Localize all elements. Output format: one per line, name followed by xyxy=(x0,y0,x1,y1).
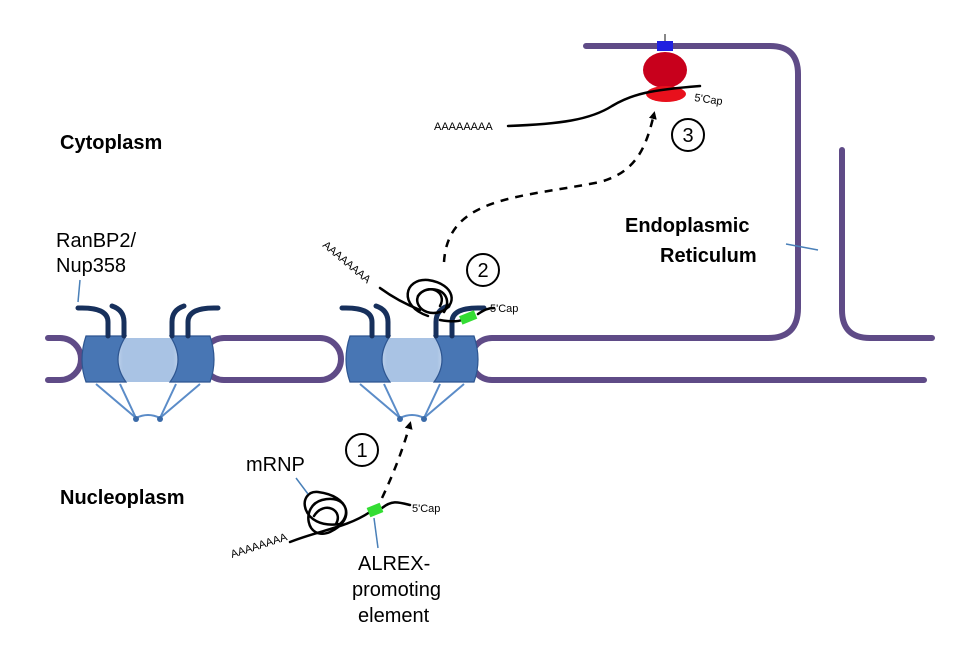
polya-tail-2: AAAAAAAA xyxy=(320,239,373,286)
mrna-strand xyxy=(380,501,412,510)
mrnp-leader-line xyxy=(295,477,309,495)
cap-label-1: 5'Cap xyxy=(412,503,440,515)
ranbp2-leader-line xyxy=(77,279,81,303)
mrna-strand xyxy=(288,510,372,544)
ribosome-large-subunit xyxy=(643,52,687,88)
fg-filament xyxy=(373,303,391,339)
alrex-label-line1: ALREX- xyxy=(358,553,430,575)
mrnp-knot-icon xyxy=(303,490,348,535)
npc-right-lobe xyxy=(432,335,479,383)
basket-node xyxy=(133,416,139,422)
alrex-element-icon xyxy=(366,502,384,518)
step-2-circle xyxy=(466,253,500,287)
cytoplasm-label: Cytoplasm xyxy=(60,132,162,154)
mrna-strand-translating xyxy=(506,84,702,128)
npc-right-lobe xyxy=(168,335,215,383)
mrnp-nucleoplasm: AAAAAAAA 5'Cap xyxy=(229,490,440,561)
ranbp2-label-line1: RanBP2/ xyxy=(56,230,136,252)
cap-label-3: 5'Cap xyxy=(694,92,724,108)
er-leader-line xyxy=(785,243,819,251)
er-label-line2: Reticulum xyxy=(660,245,757,267)
targeting-arrow xyxy=(442,111,657,263)
fg-filament xyxy=(75,305,111,339)
er-label-line1: Endoplasmic xyxy=(625,215,749,237)
step-1-circle xyxy=(345,433,379,467)
envelope-left-edge xyxy=(45,335,84,383)
alrex-label-line2: promoting xyxy=(352,579,441,601)
basket-node xyxy=(157,416,163,422)
step-3-circle xyxy=(671,118,705,152)
envelope-middle-segment xyxy=(200,335,344,383)
nuclear-pore-complex-icon xyxy=(339,303,487,422)
alrex-label-line3: element xyxy=(358,605,430,627)
mrnp-knot-icon xyxy=(406,278,453,318)
nuclear-basket xyxy=(359,383,465,419)
nuclear-pore-complex-icon xyxy=(75,303,221,422)
ribosome-icon xyxy=(643,34,687,102)
alrex-leader-line xyxy=(373,517,379,549)
step-2-number: 2 xyxy=(477,260,488,282)
nuclear-envelope xyxy=(45,43,935,383)
fg-filament xyxy=(185,305,221,339)
export-arrow xyxy=(380,421,413,499)
fg-filament xyxy=(339,305,375,339)
cap-label-2: 5'Cap xyxy=(490,303,518,315)
alrex-element-icon xyxy=(459,310,478,325)
ranbp2-label-line2: Nup358 xyxy=(56,255,126,277)
npc-left-lobe xyxy=(81,335,128,383)
fg-filament xyxy=(169,303,187,339)
mrna-strand xyxy=(378,286,422,312)
mrna-strand xyxy=(476,306,496,316)
basket-node xyxy=(397,416,403,422)
step-1-number: 1 xyxy=(356,440,367,462)
fg-filament xyxy=(109,303,127,339)
npc-left-lobe xyxy=(345,335,392,383)
polya-tail-1: AAAAAAAA xyxy=(229,531,289,561)
basket-node xyxy=(421,416,427,422)
er-inner-membrane xyxy=(839,147,935,341)
nuclear-basket xyxy=(95,383,201,419)
polya-tail-3: AAAAAAAA xyxy=(434,121,493,133)
signal-receptor-icon xyxy=(657,41,673,51)
nucleoplasm-label: Nucleoplasm xyxy=(60,487,184,509)
step-3-number: 3 xyxy=(682,125,693,147)
mrnp-label: mRNP xyxy=(246,454,305,476)
